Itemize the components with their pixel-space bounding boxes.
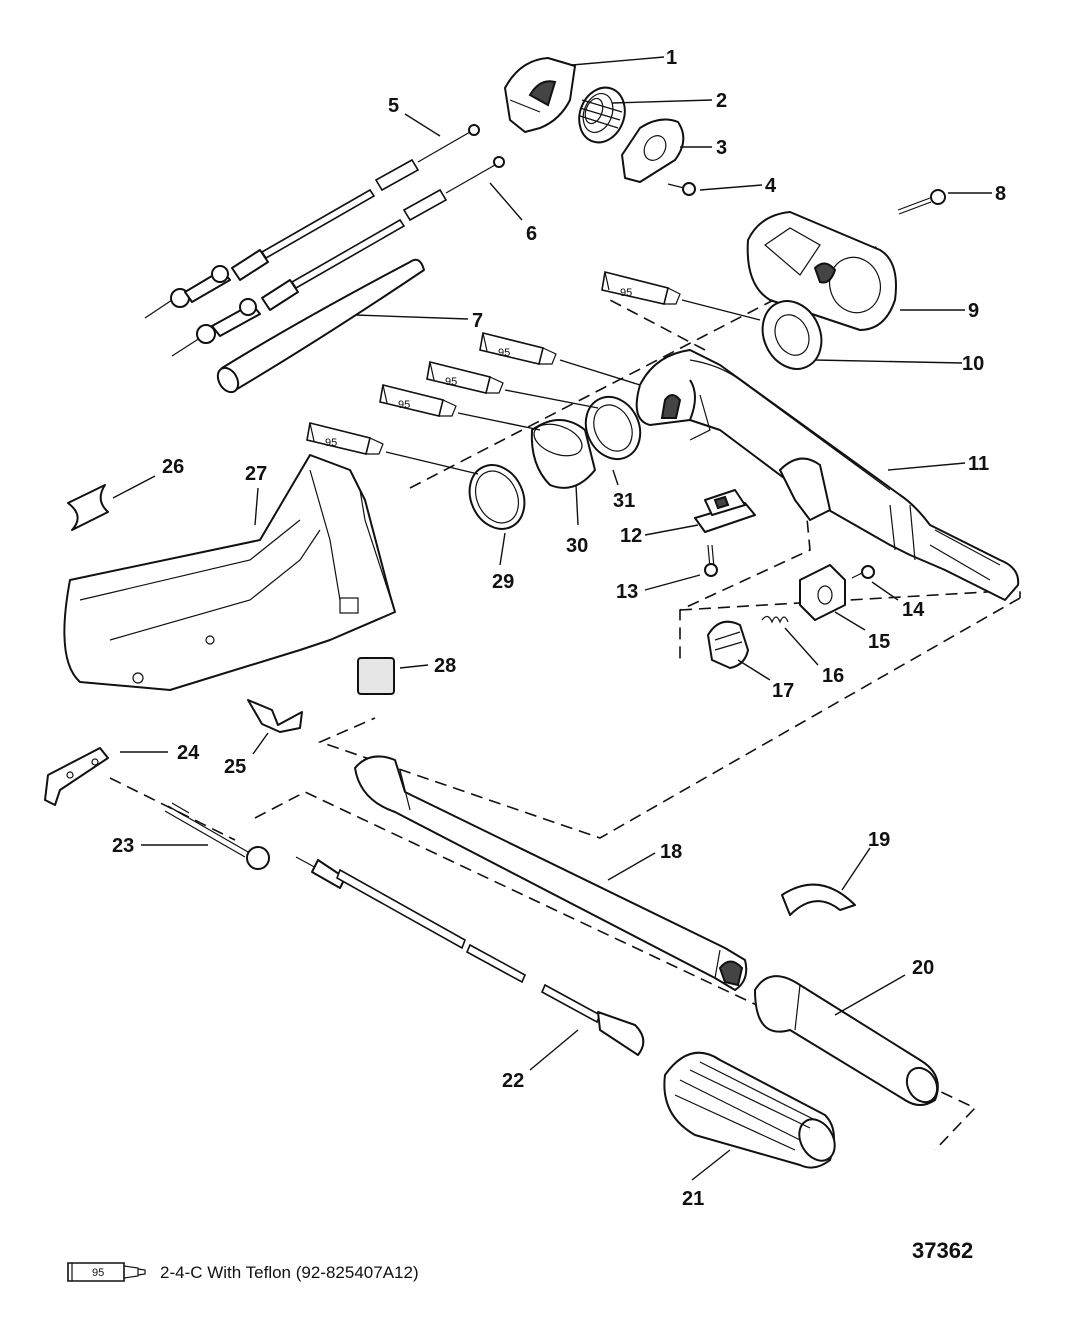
part-21-handle [663,1051,836,1169]
callout-4: 4 [765,175,777,197]
callout-30: 30 [566,535,588,557]
part-10-seal [761,300,823,370]
part-20-grip [754,975,939,1106]
lubricant-tube-label: 95 [325,437,337,449]
part-28-pad [357,657,395,695]
part-1-cover [504,57,576,133]
lubricant-tube-5: 95 [306,422,479,475]
callout-22: 22 [502,1070,524,1092]
part-27-swivel-bracket [63,454,396,691]
callout-24: 24 [177,742,200,764]
callout-13: 13 [616,581,638,603]
part-13-screw [704,544,718,577]
lubricant-tube-label: 95 [445,376,457,388]
callout-5: 5 [388,95,399,117]
drawing-number: 37362 [912,1238,973,1263]
part-7-sleeve [216,258,425,394]
lubricant-tube-3: 95 [426,361,599,409]
callout-14: 14 [902,599,925,621]
part-24-clip [44,747,109,806]
part-30-bushing [530,419,596,489]
lubricant-tube-4: 95 [379,384,541,431]
part-12-bracket [694,489,756,533]
part-6-cable [171,156,505,357]
callout-18: 18 [660,841,682,863]
part-23-bolt [164,802,270,870]
part-17-knob [707,620,749,669]
callout-25: 25 [224,756,246,778]
callout-29: 29 [492,571,514,593]
part-14-screw [851,565,875,579]
callout-17: 17 [772,680,794,702]
part-8-bolt [897,189,946,215]
callout-27: 27 [245,463,267,485]
part-4-screw [667,182,696,196]
callout-26: 26 [162,456,184,478]
callout-23: 23 [112,835,134,857]
part-31-ring [584,395,642,461]
legend-tube-icon: 95 [67,1262,146,1282]
callout-10: 10 [962,353,984,375]
lubricant-tube-label: 95 [620,287,632,299]
callout-8: 8 [995,183,1006,205]
callout-9: 9 [968,300,979,322]
callout-11: 11 [968,453,989,475]
part-2-spool [578,86,626,144]
part-26-pad [67,484,109,531]
callout-1: 1 [666,47,677,69]
callout-21: 21 [682,1188,704,1210]
part-18-shaft [354,755,748,991]
callout-labels: 1 2 3 4 5 6 7 8 9 10 11 12 13 14 15 16 1… [112,47,1006,1210]
part-11-tiller-arm [635,349,1020,601]
callout-12: 12 [620,525,642,547]
part-19-shell [781,883,856,916]
lubricant-tube-label: 95 [398,399,410,411]
callout-2: 2 [716,90,727,112]
part-15-block [799,564,846,621]
callout-28: 28 [434,655,456,677]
callout-31: 31 [613,490,635,512]
callout-3: 3 [716,137,727,159]
part-16-spring [761,615,789,624]
lubricant-tube-label: 95 [498,347,510,359]
part-29-ring [468,464,526,530]
part-25-clamp [247,699,303,733]
callout-7: 7 [472,310,483,332]
part-5-cable [144,124,480,319]
legend-text: 2-4-C With Teflon (92-825407A12) [160,1263,419,1282]
callout-16: 16 [822,665,844,687]
callout-19: 19 [868,829,890,851]
callout-20: 20 [912,957,934,979]
legend: 95 2-4-C With Teflon (92-825407A12) [67,1262,419,1282]
part-22-throttle-cable [295,856,645,1056]
legend-tube-label: 95 [92,1267,104,1279]
lubricant-tube-2: 95 [479,332,641,386]
lubricant-tube-1: 95 [601,271,761,321]
part-3-plate [621,118,685,183]
leader-lines [112,56,992,1181]
callout-6: 6 [526,223,537,245]
callout-15: 15 [868,631,890,653]
